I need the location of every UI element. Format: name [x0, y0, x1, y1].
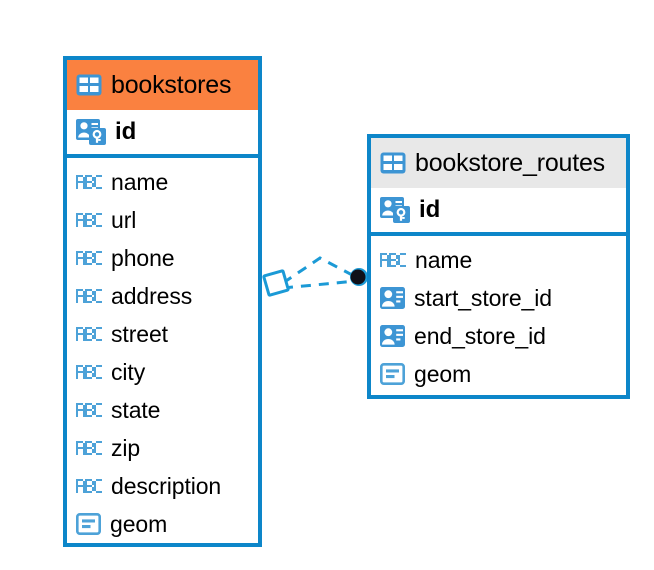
table-icon — [380, 152, 406, 174]
field-row-geom[interactable]: geom — [371, 355, 626, 393]
field-label: street — [111, 320, 168, 347]
geometry-type-icon — [380, 363, 405, 385]
entity-bookstore-routes-field-list: name start_store_id — [371, 236, 626, 393]
entity-bookstore-routes-primary-key-label: id — [419, 196, 441, 223]
text-type-icon — [76, 441, 102, 455]
field-row-address[interactable]: address — [67, 277, 258, 315]
relationship-line-lower — [282, 279, 357, 290]
foreign-key-icon — [380, 325, 405, 347]
text-type-icon — [76, 479, 102, 493]
text-type-icon — [76, 365, 102, 379]
text-type-icon — [76, 213, 102, 227]
field-row-description[interactable]: description — [67, 467, 258, 505]
diamond-outline-marker — [262, 269, 290, 297]
entity-bookstores-primary-key-label: id — [115, 118, 137, 145]
text-type-icon — [76, 403, 102, 417]
entity-bookstores-primary-key-row[interactable]: id — [67, 110, 258, 158]
field-row-name[interactable]: name — [67, 163, 258, 201]
field-label: name — [415, 246, 473, 273]
foreign-key-icon — [380, 287, 405, 309]
field-row-start-store-id[interactable]: start_store_id — [371, 279, 626, 317]
entity-bookstore-routes-header[interactable]: bookstore_routes — [371, 138, 626, 188]
field-label: zip — [111, 434, 141, 461]
field-label: address — [111, 282, 193, 309]
text-type-icon — [76, 251, 102, 265]
field-label: description — [111, 472, 222, 499]
entity-bookstores[interactable]: bookstores id — [63, 56, 262, 547]
field-row-state[interactable]: state — [67, 391, 258, 429]
text-type-icon — [76, 175, 102, 189]
field-label: start_store_id — [414, 284, 552, 311]
relationship-line-upper — [282, 256, 357, 285]
field-row-geom[interactable]: geom — [67, 505, 258, 543]
field-label: geom — [110, 510, 168, 537]
text-type-icon — [76, 289, 102, 303]
field-row-url[interactable]: url — [67, 201, 258, 239]
field-row-zip[interactable]: zip — [67, 429, 258, 467]
field-row-end-store-id[interactable]: end_store_id — [371, 317, 626, 355]
primary-key-icon — [76, 119, 106, 145]
filled-circle-marker — [350, 268, 368, 286]
field-label: state — [111, 396, 161, 423]
field-label: name — [111, 168, 169, 195]
field-row-name[interactable]: name — [371, 241, 626, 279]
field-row-street[interactable]: street — [67, 315, 258, 353]
field-row-city[interactable]: city — [67, 353, 258, 391]
field-label: phone — [111, 244, 175, 271]
field-row-phone[interactable]: phone — [67, 239, 258, 277]
text-type-icon — [380, 253, 406, 267]
entity-bookstores-field-list: name u — [67, 158, 258, 543]
entity-bookstore-routes-primary-key-row[interactable]: id — [371, 188, 626, 236]
field-label: url — [111, 206, 137, 233]
primary-key-icon — [380, 197, 410, 223]
geometry-type-icon — [76, 513, 101, 535]
table-icon — [76, 74, 102, 96]
entity-bookstores-header[interactable]: bookstores — [67, 60, 258, 110]
field-label: city — [111, 358, 146, 385]
entity-bookstores-title: bookstores — [111, 70, 232, 99]
entity-bookstore-routes[interactable]: bookstore_routes id — [367, 134, 630, 399]
field-label: end_store_id — [414, 322, 546, 349]
field-label: geom — [414, 360, 472, 387]
text-type-icon — [76, 327, 102, 341]
entity-bookstore-routes-title: bookstore_routes — [415, 148, 605, 177]
